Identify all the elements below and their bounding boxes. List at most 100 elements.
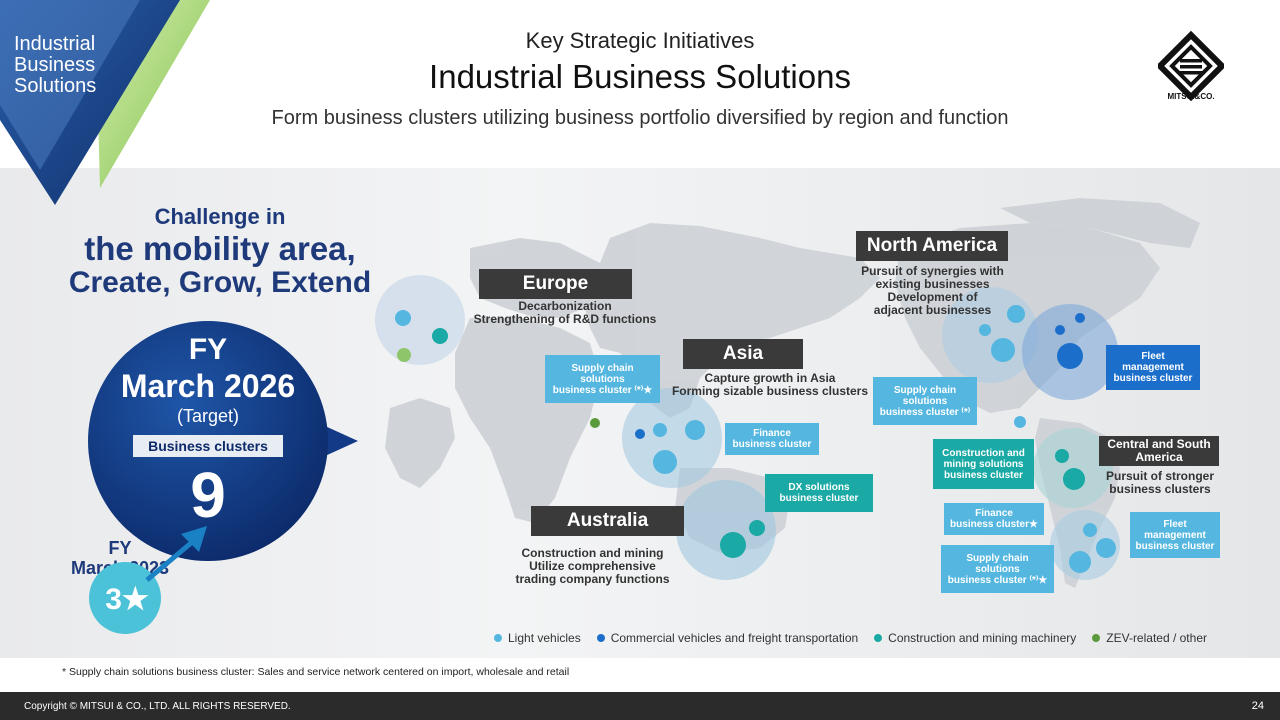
marker-construction bbox=[1063, 468, 1085, 490]
challenge-line-1: Challenge in bbox=[154, 204, 286, 229]
corner-label-line: Solutions bbox=[14, 75, 97, 97]
cluster-label-line: Supply chain bbox=[571, 362, 634, 374]
marker-light bbox=[1096, 538, 1116, 558]
copyright: Copyright © MITSUI & CO., LTD. ALL RIGHT… bbox=[24, 701, 291, 712]
marker-light bbox=[685, 420, 705, 440]
cluster-label-line: management bbox=[1122, 362, 1184, 373]
challenge-line-3: Create, Grow, Extend bbox=[68, 266, 372, 299]
legend-label: Construction and mining machinery bbox=[888, 631, 1077, 645]
cluster-label-line: business cluster bbox=[944, 469, 1023, 481]
marker-light bbox=[395, 310, 411, 326]
sa-light-circle bbox=[1050, 510, 1120, 580]
target-badge: Business clusters bbox=[133, 435, 283, 457]
footer: Copyright © MITSUI & CO., LTD. ALL RIGHT… bbox=[0, 692, 1280, 720]
marker-commercial bbox=[1057, 343, 1083, 369]
europe-desc: Decarbonization Strengthening of R&D fun… bbox=[460, 300, 670, 326]
corner-label-line: Industrial bbox=[14, 33, 96, 55]
legend-dot-icon bbox=[874, 634, 883, 642]
corner-decoration bbox=[0, 0, 210, 205]
marker-light bbox=[1069, 551, 1091, 573]
marker-commercial bbox=[1075, 313, 1085, 323]
kicker: Key Strategic Initiatives bbox=[525, 28, 755, 53]
region-asia: Asia bbox=[683, 339, 803, 369]
legend-dot-icon bbox=[596, 634, 605, 642]
footnote: * Supply chain solutions business cluste… bbox=[62, 666, 570, 678]
page-subtitle: Form business clusters utilizing busines… bbox=[271, 107, 1009, 129]
page-title: Industrial Business Solutions bbox=[429, 58, 851, 95]
legend-item: Commercial vehicles and freight transpor… bbox=[596, 631, 859, 645]
marker-construction bbox=[432, 328, 448, 344]
marker-light bbox=[653, 450, 677, 474]
cluster-label-line: business cluster bbox=[779, 493, 859, 504]
region-desc-line: Utilize comprehensive bbox=[529, 559, 656, 573]
challenge-line-2: the mobility area, bbox=[84, 230, 356, 267]
legend-label: ZEV-related / other bbox=[1106, 631, 1207, 645]
legend: Light vehicles Commercial vehicles and f… bbox=[494, 631, 1207, 645]
asia-region-circle bbox=[622, 388, 722, 488]
region-desc-line: business clusters bbox=[1109, 482, 1211, 496]
marker-commercial bbox=[1055, 325, 1065, 335]
cluster-label-line: Finance bbox=[753, 428, 791, 439]
legend-dot-icon bbox=[494, 634, 502, 642]
marker-construction bbox=[720, 532, 746, 558]
marker-zev bbox=[590, 418, 600, 428]
marker-zev bbox=[397, 348, 411, 362]
region-name-line: Central and South bbox=[1107, 437, 1211, 451]
cluster-label-line: business cluster ⁽*⁾ bbox=[879, 406, 971, 418]
marker-construction bbox=[1055, 449, 1069, 463]
legend-label: Light vehicles bbox=[508, 631, 581, 645]
legend-item: Light vehicles bbox=[494, 631, 581, 645]
region-desc-line: Capture growth in Asia bbox=[704, 371, 836, 385]
marker-commercial bbox=[635, 429, 645, 439]
cluster-label-line: Fleet bbox=[1141, 351, 1165, 362]
region-australia: Australia bbox=[531, 506, 684, 536]
cluster-label-line: solutions bbox=[580, 373, 625, 385]
logo-text: MITSUI&CO. bbox=[1167, 92, 1215, 101]
cluster-label-line: Fleet bbox=[1163, 518, 1187, 530]
marker-light bbox=[991, 338, 1015, 362]
cluster-label-line: mining solutions bbox=[943, 458, 1024, 470]
baseline-fy: FY bbox=[108, 538, 132, 558]
north-america-desc: Pursuit of synergies with existing busin… bbox=[835, 265, 1030, 317]
cluster-label-line: Supply chain bbox=[966, 552, 1029, 564]
cluster-label-line: business cluster bbox=[732, 439, 812, 450]
asia-desc: Capture growth in Asia Forming sizable b… bbox=[660, 372, 880, 398]
corner-label: Industrial Business Solutions bbox=[14, 34, 96, 97]
marker-construction bbox=[749, 520, 765, 536]
legend-label: Commercial vehicles and freight transpor… bbox=[610, 631, 859, 645]
legend-dot-icon bbox=[1092, 634, 1101, 642]
cluster-label-line: DX solutions bbox=[788, 482, 850, 493]
region-desc-line: Construction and mining bbox=[521, 546, 664, 560]
marker-light bbox=[653, 423, 667, 437]
legend-item: Construction and mining machinery bbox=[874, 631, 1076, 645]
target-year: March 2026 bbox=[120, 368, 296, 404]
page-number: 24 bbox=[1251, 700, 1264, 712]
marker-light bbox=[979, 324, 991, 336]
cluster-label-line: management bbox=[1144, 529, 1206, 541]
region-desc-line: Forming sizable business clusters bbox=[671, 384, 869, 398]
region-desc-line: Strengthening of R&D functions bbox=[473, 312, 657, 326]
australia-region-circle bbox=[676, 480, 776, 580]
region-desc-line: adjacent businesses bbox=[873, 303, 992, 317]
region-desc-line: Pursuit of stronger bbox=[1105, 469, 1214, 483]
baseline-value: 3★ bbox=[105, 583, 149, 616]
region-desc-line: Decarbonization bbox=[518, 299, 612, 313]
cluster-label-line: solutions bbox=[975, 563, 1020, 575]
region-desc-line: trading company functions bbox=[515, 572, 670, 586]
cluster-label-line: Finance bbox=[975, 508, 1013, 519]
target-paren: (Target) bbox=[176, 406, 239, 426]
cluster-label-line: solutions bbox=[902, 395, 948, 407]
cluster-label-line: business cluster bbox=[1113, 373, 1193, 384]
region-name-line: America bbox=[1135, 450, 1183, 464]
target-fy: FY bbox=[188, 333, 228, 366]
growth-arrow-icon bbox=[89, 526, 207, 634]
